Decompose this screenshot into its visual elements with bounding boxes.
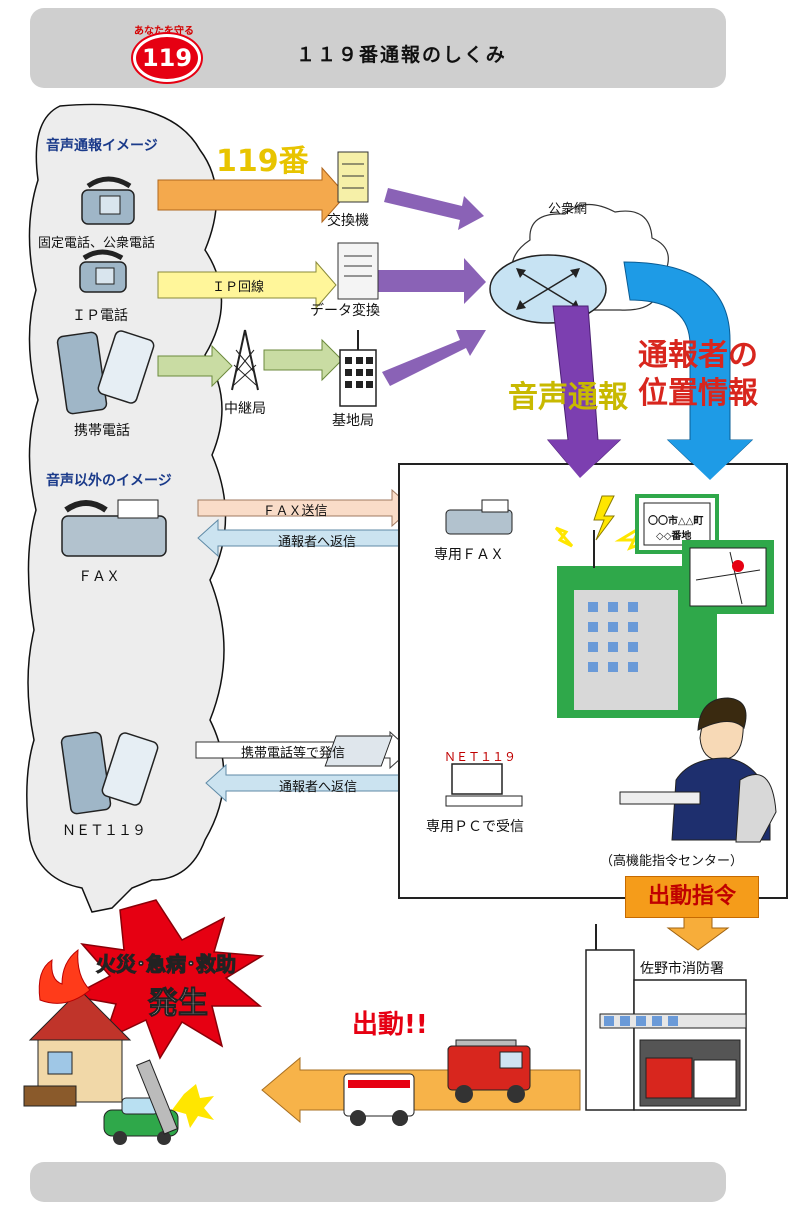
dedicated-pc-icon-inner [445, 763, 523, 807]
fixed-phone-label: 固定電話、公衆電話 [38, 236, 156, 251]
dedicated-pc-label: 専用ＰＣで受信 [426, 819, 524, 835]
ip-line-label: ＩＰ回線 [211, 280, 264, 295]
voice-section-heading: 音声通報イメージ [46, 138, 158, 154]
exchange-icon [337, 151, 369, 203]
dispatch-label: 出動!! [352, 1010, 428, 1040]
ip-phone-label: ＩＰ電話 [72, 308, 128, 324]
center-name-label: （高機能指令センター） [600, 854, 744, 869]
net119-send-label: 携帯電話等で発信 [240, 746, 345, 761]
map-text-2: ◇◇番地 [656, 531, 692, 542]
relay-tower-icon [231, 329, 259, 391]
dispatch-command-label: 出動指令 [647, 884, 736, 909]
arrow-base-net [382, 330, 486, 386]
badge-caption: あなたを守る [134, 26, 194, 37]
map-text-1: 〇〇市△△町 [648, 516, 704, 527]
burning-house-icon [23, 948, 132, 1107]
operator-figure [324, 697, 777, 843]
fire-engine-front [447, 1039, 531, 1103]
fire-station-building [585, 924, 747, 1111]
fax-label: ＦＡＸ [78, 569, 120, 585]
incident-burst [69, 899, 265, 1060]
voice-report-label: 音声通報 [508, 380, 628, 415]
arrow-data-net [378, 258, 486, 304]
arrow-dispatch [261, 1056, 581, 1124]
arrow-net119-reply [205, 763, 411, 803]
base-station-icon [339, 330, 377, 407]
public-network-label: 公衆網 [548, 202, 588, 217]
119-badge: 119 [133, 34, 201, 82]
ambulance-front [343, 1073, 415, 1126]
fax-send-label: ＦＡＸ送信 [262, 504, 328, 519]
server-icon [337, 242, 379, 300]
net119-screen-label: ＮＥＴ１１９ [444, 750, 517, 764]
arrow-ip [157, 260, 337, 310]
mobile-phone-icon [56, 330, 155, 415]
fixed-phone-icon [81, 176, 135, 225]
arrow-command-down [666, 915, 730, 951]
arrow-voice-report-tip [548, 440, 620, 478]
dedicated-fax-icon-inner [445, 499, 513, 535]
non-voice-section-heading: 音声以外のイメージ [46, 473, 172, 489]
incident-label-2: 発生 [148, 986, 209, 1022]
footer-bar [30, 1162, 726, 1202]
net119-phone-icon [60, 731, 159, 815]
ip-phone-icon [79, 249, 127, 293]
dedicated-fax-label: 専用ＦＡＸ [434, 547, 504, 563]
arrow-fax-reply [197, 518, 413, 558]
arrow-119 [157, 166, 347, 224]
page-title: １１９番通報のしくみ [296, 44, 507, 66]
dispatch-command-box: 出動指令 [625, 876, 759, 918]
arrow-relay-base [263, 338, 343, 382]
fax-reply-label: 通報者へ返信 [277, 535, 356, 550]
arrow-mobile-relay [157, 344, 233, 388]
location-info-label-1: 通報者の [638, 338, 758, 373]
car-crash-icon [103, 1059, 214, 1145]
net119-reply-label: 通報者へ返信 [278, 780, 357, 795]
location-info-label-2: 位置情報 [638, 376, 758, 411]
lightning-icon [593, 495, 615, 541]
base-station-label: 基地局 [332, 413, 374, 429]
relay-station-label: 中継局 [224, 401, 266, 417]
num119-label: 119番 [216, 144, 309, 179]
fax-machine-icon [61, 499, 167, 557]
arrow-location-info-tip [668, 440, 752, 480]
data-conversion-label: データ変換 [310, 303, 380, 319]
fire-station-label: 佐野市消防署 [640, 961, 724, 977]
net119-label: ＮＥＴ１１９ [62, 823, 146, 839]
exchange-label: 交換機 [327, 213, 369, 229]
arrow-exchange-net [384, 188, 484, 230]
incident-label-1: 火災･急病･救助 [96, 952, 237, 977]
mobile-phone-label: 携帯電話 [74, 423, 130, 439]
